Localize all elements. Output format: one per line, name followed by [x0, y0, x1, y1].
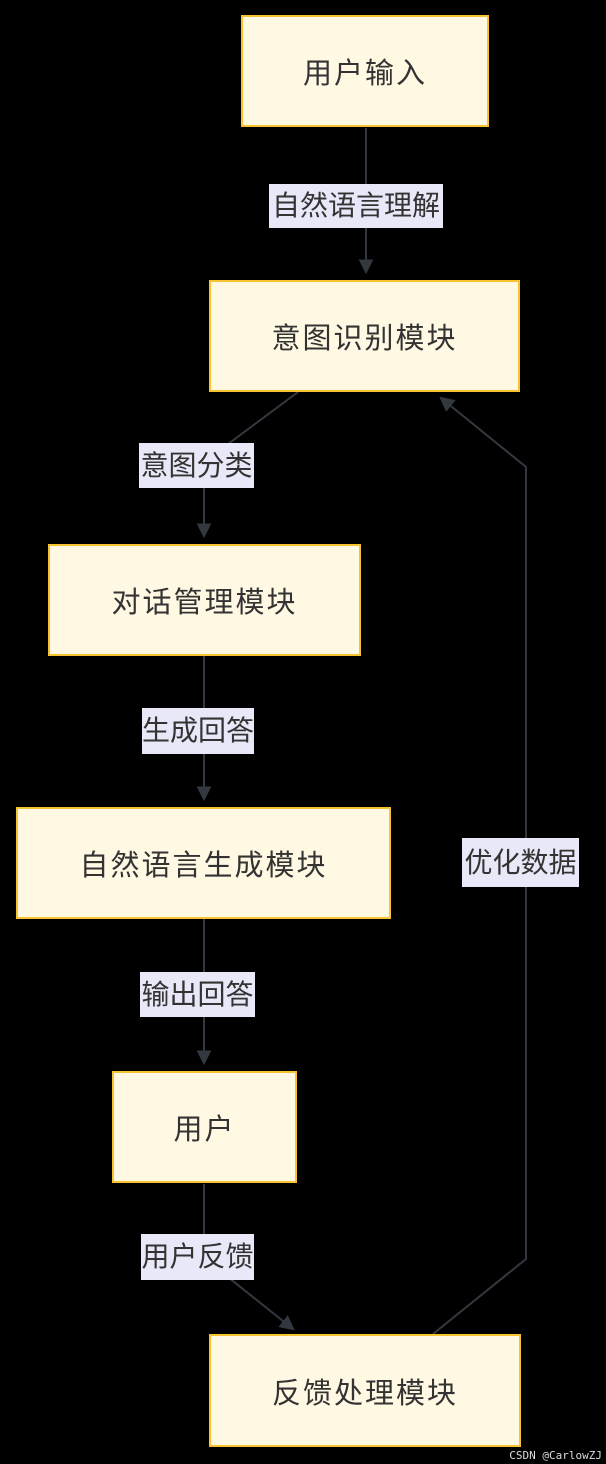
edge-label-user-feedback: 用户反馈	[141, 1234, 254, 1280]
edge-label-optimize-data-text: 优化数据	[464, 845, 577, 879]
node-user-input: 用户输入	[241, 15, 489, 127]
edge-label-output-answer: 输出回答	[140, 972, 255, 1017]
node-user-label: 用户	[173, 1112, 236, 1146]
node-intent-recognition: 意图识别模块	[209, 280, 520, 392]
node-user: 用户	[112, 1071, 297, 1183]
node-dialog-management-label: 对话管理模块	[111, 585, 298, 619]
node-feedback-processing: 反馈处理模块	[209, 1334, 521, 1447]
node-dialog-management: 对话管理模块	[48, 544, 361, 656]
edge-label-intent-class: 意图分类	[139, 443, 254, 488]
edge-label-intent-class-text: 意图分类	[140, 448, 253, 482]
node-nlg-module: 自然语言生成模块	[16, 807, 391, 919]
edge-label-gen-answer-text: 生成回答	[142, 714, 255, 747]
edge-label-optimize-data: 优化数据	[462, 838, 579, 887]
node-nlg-module-label: 自然语言生成模块	[79, 848, 328, 882]
edge-label-nlu-text: 自然语言理解	[271, 189, 440, 222]
edge-label-gen-answer: 生成回答	[142, 708, 254, 754]
node-feedback-processing-label: 反馈处理模块	[271, 1375, 458, 1410]
watermark: CSDN @CarlowZJ	[509, 1449, 602, 1462]
node-user-input-label: 用户输入	[302, 56, 427, 90]
edge-label-user-feedback-text: 用户反馈	[141, 1240, 254, 1273]
edge-label-output-answer-text: 输出回答	[141, 977, 254, 1011]
edge-label-nlu: 自然语言理解	[269, 184, 443, 228]
node-intent-recognition-label: 意图识别模块	[271, 321, 458, 355]
